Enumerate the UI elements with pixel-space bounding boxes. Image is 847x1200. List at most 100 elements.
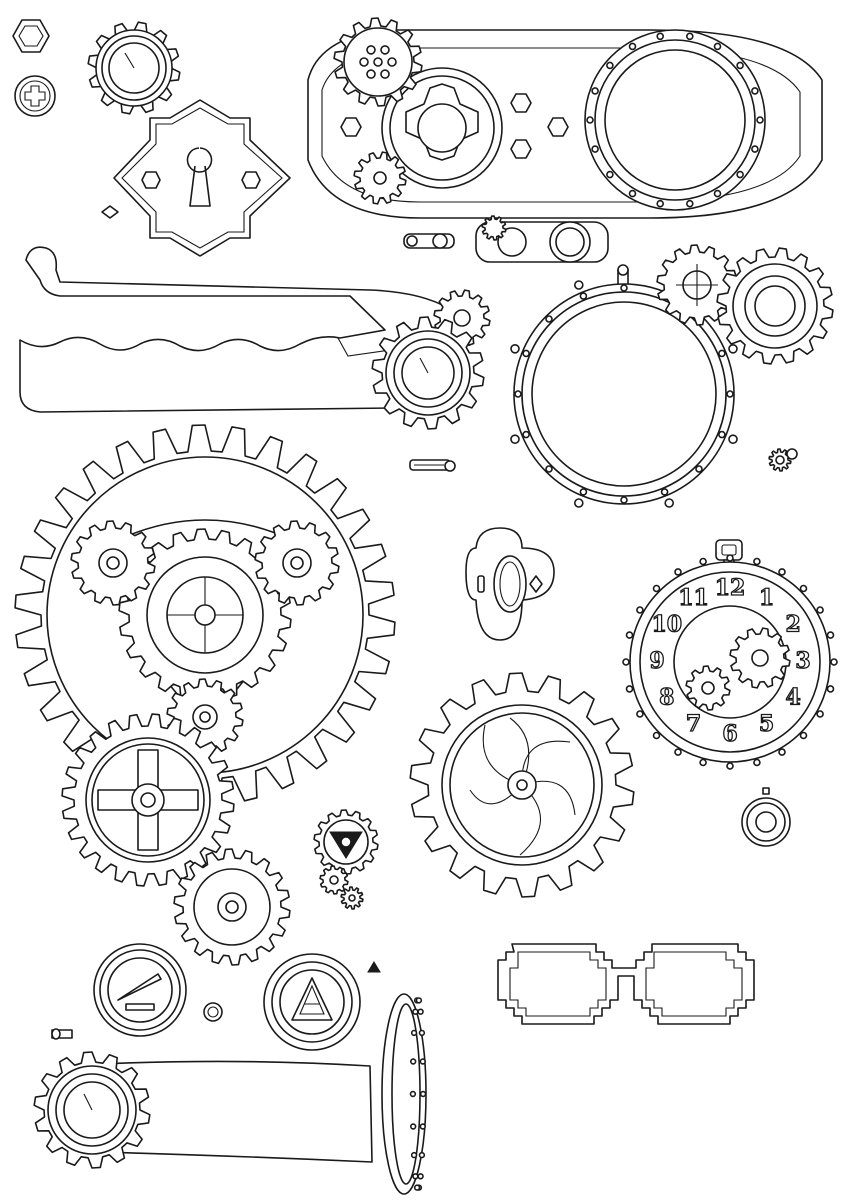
rivet [579,488,588,496]
rivet [622,658,630,666]
twin-cogs-icon [656,244,834,365]
clock-numeral: 9 [649,648,664,674]
rivet [816,710,824,718]
rivet [579,292,588,300]
rivet [359,57,369,67]
clock-numeral: 4 [786,685,801,711]
rivet [674,748,682,756]
rivet [412,1008,419,1015]
rivet [415,997,423,1004]
rivet [620,284,628,292]
bar-gauge-icon [33,1028,373,1169]
clock-numeral: 11 [678,585,709,611]
clock-numeral: 12 [715,575,746,601]
clock-numeral: 6 [722,721,737,747]
rivet [753,758,761,767]
rivet [522,349,530,358]
rivet [685,199,694,208]
rivet [756,116,764,124]
rivet [736,170,744,179]
clock-numeral: 5 [759,711,774,737]
rivet [409,1090,417,1098]
rivet [591,87,599,95]
rivet [387,57,397,67]
rivet [652,584,661,593]
rivet [380,45,390,55]
rivet [751,145,759,153]
rivet [410,1058,417,1065]
peg [664,498,675,508]
rivet [628,42,637,51]
clock-numeral: 8 [659,685,674,711]
clock-numeral: 1 [759,585,774,611]
rivet [380,69,390,79]
gear-cluster-icon [14,424,396,966]
rivet [412,1173,419,1180]
peg [573,280,584,290]
rivet [718,349,726,358]
rivet [699,557,707,566]
peg [573,498,584,508]
peg [510,434,520,445]
latch-mechanism-icon [409,459,456,472]
keyhole-plate-icon [113,99,291,257]
triangle-dial-icon [263,953,381,1051]
rivet [826,631,835,639]
tiny-gear-icon [768,448,798,472]
pressure-gauge-icon [93,943,187,1037]
rivet [699,758,707,767]
rivet [413,1184,421,1191]
rivet [726,762,734,770]
rivet [656,32,665,41]
rivet [816,606,824,614]
mini-goggles-icon [475,215,609,263]
rivet [674,568,682,576]
clock-numeral: 10 [651,612,682,638]
ring-band-icon [381,993,427,1195]
peg [728,434,738,445]
rivet [620,496,628,504]
rivet [545,315,553,323]
rivet [419,1058,426,1065]
rivet [830,658,838,666]
rivet [736,61,744,70]
rivet [417,1008,424,1015]
rivet [826,685,835,693]
clock-numeral: 2 [786,612,801,638]
rivet [586,116,594,124]
rivet [410,1029,418,1037]
rivet [695,465,703,473]
rivet [753,557,761,566]
rivet [606,170,614,179]
rivet [718,430,726,439]
rivet [522,430,530,439]
rivet [778,568,786,576]
rivet [685,32,694,41]
rivet [660,488,669,496]
peg [728,343,738,354]
rivet [418,1151,426,1159]
pixel-glasses-icon [497,943,755,1025]
rivet [418,1029,426,1037]
tiny-goggles-icon [403,233,455,249]
rivet [410,1151,418,1159]
rivet [652,731,661,740]
swirl-gear-icon [409,672,635,898]
rivet [778,748,786,756]
gauge-cog-icon [87,21,181,115]
rivet [514,390,522,398]
rivet [751,87,759,95]
small-stud-icon [101,205,119,219]
clock-numeral: 3 [795,648,810,674]
rivet [713,42,722,51]
rivet [419,1090,427,1098]
screw-head-icon [14,75,56,117]
goggles-icon [307,17,823,219]
rivet [366,45,376,55]
porthole-frame-icon [510,264,738,508]
rivet [799,584,808,593]
rivet [410,1123,417,1130]
gear-outline [481,215,507,241]
rivet [417,1173,424,1180]
